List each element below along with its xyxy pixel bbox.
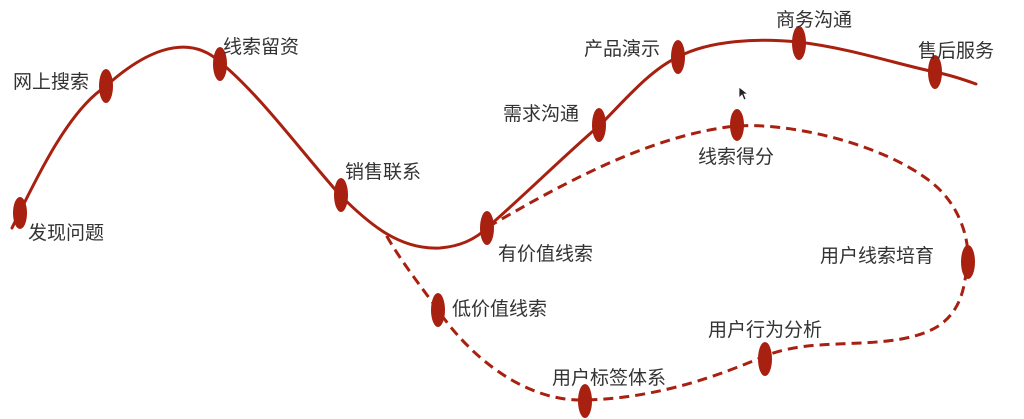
node-behavior-analysis[interactable] [758,342,772,376]
node-sales-contact[interactable] [334,178,348,212]
mouse-pointer-icon [738,86,750,101]
label-lead-nurture: 用户线索培育 [820,245,935,267]
node-lead-scoring[interactable] [730,109,744,141]
node-lead-nurture[interactable] [961,245,975,279]
node-leave-info[interactable] [213,47,227,81]
node-search[interactable] [99,69,113,103]
node-low-value-lead[interactable] [431,293,445,327]
label-product-demo: 产品演示 [584,38,661,60]
label-behavior-analysis: 用户行为分析 [708,319,823,341]
node-discover[interactable] [13,197,27,229]
label-business-talk: 商务沟通 [776,9,853,31]
label-search: 网上搜索 [13,71,90,93]
label-tag-system: 用户标签体系 [552,367,667,389]
label-valuable-lead: 有价值线索 [498,243,594,265]
label-leave-info: 线索留资 [223,36,300,58]
label-lead-scoring: 线索得分 [698,146,775,168]
node-after-sales[interactable] [928,55,942,89]
node-business-talk[interactable] [792,26,806,60]
main-journey-curve [10,38,978,250]
node-needs-talk[interactable] [592,108,606,142]
label-after-sales: 售后服务 [918,40,995,62]
node-valuable-lead[interactable] [480,211,494,245]
label-sales-contact: 销售联系 [345,161,422,183]
node-product-demo[interactable] [671,40,685,74]
label-needs-talk: 需求沟通 [503,103,580,125]
label-discover: 发现问题 [28,222,105,244]
node-tag-system[interactable] [578,384,592,418]
label-low-value-lead: 低价值线索 [452,298,548,320]
